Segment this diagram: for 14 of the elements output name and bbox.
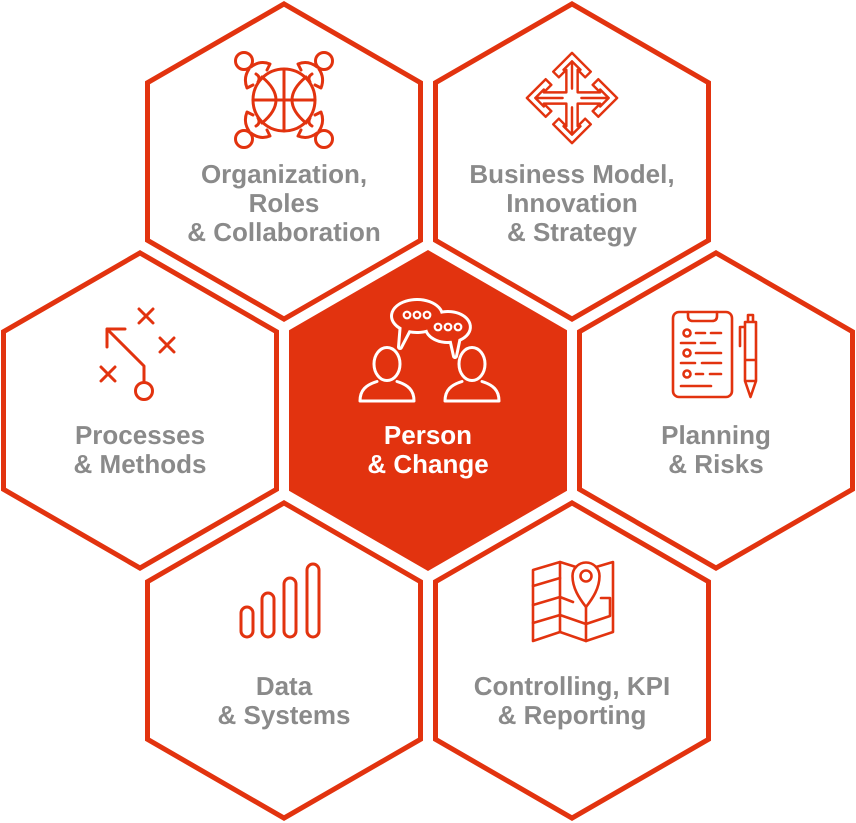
category-label: Organization, Roles & Collaboration [186,160,382,247]
hexagon [1,250,279,571]
category-label: Planning & Risks [660,421,772,479]
hexagon [433,500,711,821]
category-label: Processes & Methods [72,421,208,479]
category-label: Person & Change [366,421,490,479]
category-label: Business Model, Innovation & Strategy [468,160,676,247]
category-label: Controlling, KPI & Reporting [472,672,672,730]
category-label: Data & Systems [216,672,352,730]
hexagon [145,1,423,322]
hexagon [145,500,423,821]
hexagon [433,1,711,322]
hexagon [577,250,855,571]
hexagon [289,250,567,571]
